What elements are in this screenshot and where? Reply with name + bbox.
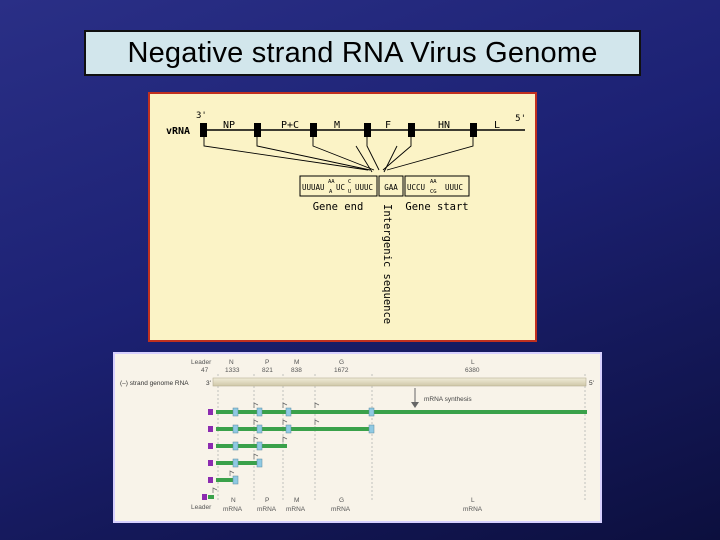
row-marker bbox=[202, 494, 207, 500]
transcription-figure: Leader 47 N 1333 P 821 M 838 G 1672 L 63… bbox=[120, 359, 594, 513]
gene-boundary-block bbox=[200, 123, 207, 137]
cap-mark bbox=[368, 407, 375, 417]
gene-end-stack2-top: C bbox=[348, 179, 351, 185]
gene-end-seq-b2: UUUC bbox=[355, 183, 373, 192]
junction-lines bbox=[203, 137, 474, 173]
footer-p-mrna: mRNA bbox=[257, 506, 277, 513]
transcript-bar bbox=[216, 444, 287, 448]
intergenic-caption: Intergenic sequence bbox=[381, 204, 393, 324]
gene-boundary-block bbox=[310, 123, 317, 137]
gene-end-caption: Gene end bbox=[313, 201, 364, 213]
header-gene-n: N bbox=[229, 359, 234, 366]
genome-organization-figure: 3' 5' vRNA NP P+C M F HN L bbox=[166, 111, 526, 324]
intergenic-seq: GAA bbox=[384, 183, 398, 192]
header-len-m: 838 bbox=[291, 367, 302, 374]
genome-label: (–) strand genome RNA bbox=[120, 380, 189, 387]
header-leader-label: Leader bbox=[191, 359, 212, 366]
header-len-n: 1333 bbox=[225, 367, 240, 374]
row-marker bbox=[208, 477, 213, 483]
header-leader-length: 47 bbox=[201, 367, 209, 374]
gene-start-seq-box bbox=[404, 175, 470, 197]
cap-mark bbox=[256, 407, 263, 417]
genome-rna-bar bbox=[212, 377, 587, 387]
cap-mark bbox=[232, 441, 239, 451]
header-len-g: 1672 bbox=[334, 367, 349, 374]
footer-g: G bbox=[339, 497, 344, 504]
gene-end-seq-b1: UC bbox=[336, 183, 345, 192]
gene-label-m: M bbox=[334, 120, 340, 131]
gene-end-stack1-top: AA bbox=[328, 179, 335, 185]
transcript-bar bbox=[216, 478, 233, 482]
cap-mark bbox=[232, 458, 239, 468]
gene-label-f: F bbox=[385, 120, 391, 131]
row-start-markers bbox=[202, 409, 213, 500]
intergenic-seq-box bbox=[378, 175, 404, 197]
footer-n: N bbox=[231, 497, 236, 504]
gene-boundary-block bbox=[254, 123, 261, 137]
transcript-bar bbox=[208, 495, 214, 499]
gene-label-np: NP bbox=[223, 120, 235, 131]
gene-label-pc: P+C bbox=[281, 120, 299, 131]
slide-title: Negative strand RNA Virus Genome bbox=[127, 36, 598, 69]
cap-mark bbox=[232, 407, 239, 417]
cap-mark bbox=[285, 424, 292, 434]
header-gene-l: L bbox=[471, 359, 475, 366]
gene-start-stack-top: AA bbox=[430, 179, 437, 185]
footer-m: M bbox=[294, 497, 299, 504]
end-5-label: 5' bbox=[515, 114, 526, 124]
footer-m-mrna: mRNA bbox=[286, 506, 306, 513]
row-marker bbox=[208, 443, 213, 449]
end-3-label: 3' bbox=[196, 111, 207, 121]
gene-boundary-block bbox=[364, 123, 371, 137]
synthesis-arrow-head bbox=[411, 402, 419, 408]
header-len-l: 6380 bbox=[465, 367, 480, 374]
cap-mark bbox=[256, 458, 263, 468]
transcript-bar bbox=[216, 427, 374, 431]
header-gene-m: M bbox=[294, 359, 299, 366]
transcription-panel: Leader 47 N 1333 P 821 M 838 G 1672 L 63… bbox=[113, 352, 602, 523]
transcript-bar bbox=[216, 410, 587, 414]
gene-start-caption: Gene start bbox=[405, 201, 468, 213]
cap-mark bbox=[285, 407, 292, 417]
gene-start-stack-bot: CG bbox=[430, 189, 437, 195]
genome-organization-panel: 3' 5' vRNA NP P+C M F HN L bbox=[148, 92, 537, 342]
gene-end-stack1-bot: A bbox=[329, 189, 333, 195]
cap-mark bbox=[368, 424, 375, 434]
footer-leader: Leader bbox=[191, 504, 212, 511]
slide-title-box: Negative strand RNA Virus Genome bbox=[84, 30, 641, 76]
footer-p: P bbox=[265, 497, 269, 504]
gene-end-seq-box bbox=[299, 175, 378, 197]
cap-mark bbox=[256, 441, 263, 451]
gene-label-l: L bbox=[494, 120, 500, 131]
gene-end-stack2-bot: U bbox=[348, 189, 351, 195]
genome-end-5: 5' bbox=[589, 380, 594, 387]
gene-label-hn: HN bbox=[438, 120, 450, 131]
gene-start-seq-a: UCCU bbox=[407, 183, 425, 192]
transcript-rows bbox=[208, 410, 587, 499]
footer-g-mrna: mRNA bbox=[331, 506, 351, 513]
header-gene-p: P bbox=[265, 359, 269, 366]
header-gene-g: G bbox=[339, 359, 344, 366]
footer-l: L bbox=[471, 497, 475, 504]
gene-boundary-block bbox=[408, 123, 415, 137]
gene-start-seq-b: UUUC bbox=[445, 183, 463, 192]
footer-l-mrna: mRNA bbox=[463, 506, 483, 513]
row-marker bbox=[208, 460, 213, 466]
header-len-p: 821 bbox=[262, 367, 273, 374]
cap-mark bbox=[232, 424, 239, 434]
row-marker bbox=[208, 426, 213, 432]
gene-boundary-guides bbox=[217, 374, 586, 502]
mrna-caps bbox=[232, 407, 375, 485]
genome-end-3: 3' bbox=[206, 380, 211, 387]
synthesis-label: mRNA synthesis bbox=[424, 396, 472, 403]
cap-mark bbox=[232, 475, 239, 485]
row-marker bbox=[208, 409, 213, 415]
poly-a-flags bbox=[212, 402, 320, 493]
footer-n-mrna: mRNA bbox=[223, 506, 243, 513]
vrna-label: vRNA bbox=[166, 126, 190, 137]
cap-mark bbox=[256, 424, 263, 434]
gene-boundary-block bbox=[470, 123, 477, 137]
gene-end-seq-a: UUUAU bbox=[302, 183, 325, 192]
